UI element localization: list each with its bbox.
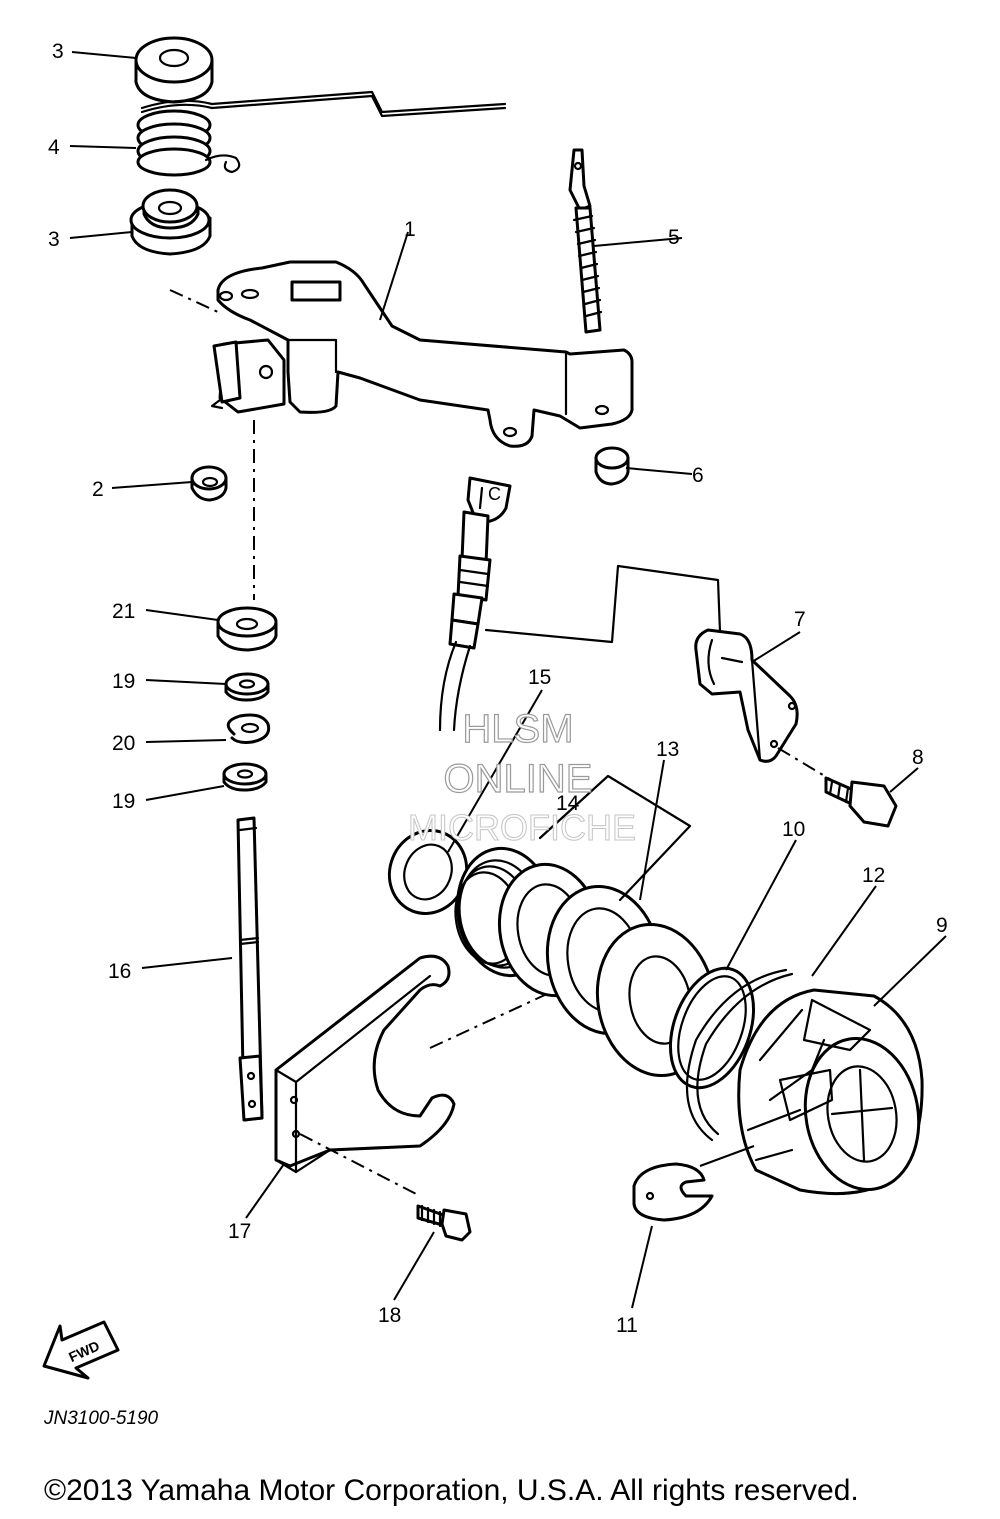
callout-6: 6 (692, 464, 704, 487)
grommet-top-part-3 (134, 36, 214, 104)
callout-5: 5 (668, 226, 680, 249)
cover-housing-part-9 (737, 988, 924, 1196)
callout-19-lower: 19 (112, 790, 135, 813)
watermark-line-1: HLSM (462, 707, 573, 751)
callout-17: 17 (228, 1220, 251, 1243)
watermark-line-3: MICROFICHE (408, 807, 636, 848)
nut-part-2 (190, 465, 228, 502)
callout-2: 2 (92, 478, 104, 501)
adjusting-screw-part-5 (568, 148, 603, 334)
callout-8: 8 (912, 746, 924, 769)
callout-numbers: 3 4 3 1 5 2 6 21 19 20 19 7 8 15 13 14 1… (48, 40, 948, 1337)
torsion-spring-part-4 (136, 90, 507, 177)
copyright-notice: ©2013 Yamaha Motor Corporation, U.S.A. A… (44, 1474, 859, 1507)
callout-14: 14 (556, 792, 580, 815)
callout-13: 13 (656, 738, 679, 761)
washer-lower-part-19 (222, 762, 268, 792)
snap-ring-part-12 (685, 968, 794, 1142)
callout-19-upper: 19 (112, 670, 135, 693)
callout-10: 10 (782, 818, 805, 841)
circlip-part-20 (226, 713, 271, 744)
callout-1: 1 (404, 218, 416, 241)
throttle-cable (438, 476, 722, 732)
callout-20: 20 (112, 732, 135, 755)
cable-tag: C (488, 484, 501, 504)
clip-plate-part-11 (632, 1162, 714, 1222)
watermark-line-2: ONLINE (444, 757, 593, 801)
callout-3-top: 3 (52, 40, 64, 63)
nut-part-6 (594, 446, 630, 486)
bolt-part-18 (416, 1204, 472, 1242)
cable-bracket-part-7 (694, 628, 799, 763)
callout-15: 15 (528, 666, 551, 689)
callout-7: 7 (794, 608, 806, 631)
callout-3-lower: 3 (48, 228, 60, 251)
callout-9: 9 (936, 914, 948, 937)
leader-lines (69, 51, 947, 1309)
callout-21: 21 (112, 600, 135, 623)
callout-18: 18 (378, 1304, 401, 1327)
drawing-code: JN3100-5190 (44, 1408, 159, 1429)
grommet-lower-part-3 (129, 188, 212, 256)
bolt-part-8 (824, 776, 898, 828)
callout-4: 4 (48, 136, 60, 159)
callout-12: 12 (862, 864, 885, 887)
callout-16: 16 (108, 960, 131, 983)
washer-upper-part-19 (224, 672, 270, 702)
bearing-part-21 (216, 606, 278, 652)
bracket-arm-part-1 (210, 260, 634, 448)
fwd-arrow-icon: FWD (42, 1320, 120, 1380)
mounting-plate-part-17 (274, 954, 456, 1174)
callout-11: 11 (616, 1314, 638, 1337)
watermark: HLSM ONLINE MICROFICHE (408, 706, 637, 848)
shaft-part-16 (236, 816, 264, 1122)
